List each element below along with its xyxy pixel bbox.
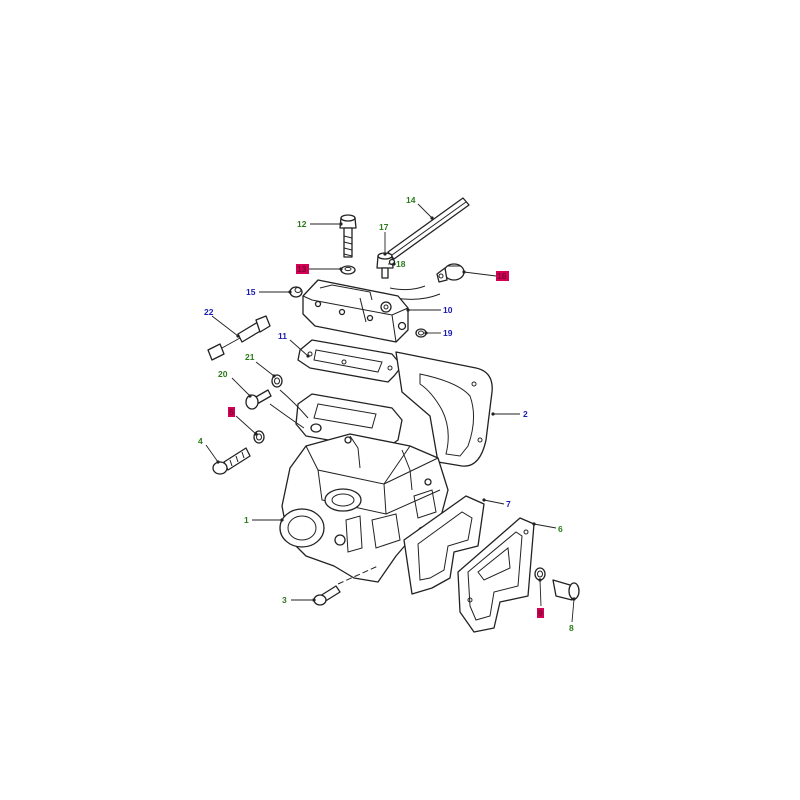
- callout-5-highlight: [228, 407, 235, 417]
- part-9-adaptor: [295, 393, 403, 451]
- callout-15: 15: [246, 287, 256, 297]
- part-19-o-ring: [415, 328, 427, 338]
- callout-20: 20: [218, 369, 228, 379]
- part-17-switch: [376, 252, 396, 279]
- callout-7: 7: [506, 499, 511, 509]
- callout-21: 21: [245, 352, 255, 362]
- part-21-nut: [271, 374, 283, 388]
- callout-10: 10: [443, 305, 453, 315]
- part-4-bolt: [212, 447, 251, 475]
- callout-18: 18: [396, 259, 406, 269]
- part-7-gasket: [403, 495, 485, 595]
- part-13-washer: [340, 265, 356, 275]
- callout-5: 5: [229, 407, 234, 417]
- part-15-cap: [289, 286, 303, 298]
- bolt-3-axis-line: [337, 565, 379, 585]
- callout-12: 12: [297, 219, 307, 229]
- callout-11: 11: [278, 331, 287, 341]
- arc-line-1: [389, 285, 426, 291]
- part-8-bolt: [552, 579, 580, 601]
- part-9-washer-right: [534, 567, 546, 581]
- part-6-cover-plate: [457, 517, 535, 633]
- callout-8: 8: [569, 623, 574, 633]
- part-2-end-plate: [395, 351, 493, 467]
- callout-3: 3: [282, 595, 287, 605]
- callout-4: 4: [198, 436, 203, 446]
- callout-16: 16: [497, 271, 507, 281]
- callout-14: 14: [406, 195, 416, 205]
- arc-line-2: [394, 293, 441, 300]
- callout-16-highlight: [496, 271, 509, 281]
- callout-1: 1: [244, 515, 249, 525]
- callout-19: 19: [443, 328, 453, 338]
- part-10-top-cover: [302, 279, 409, 343]
- part-20-bolt: [245, 389, 272, 410]
- callout-13-highlight: [296, 264, 309, 274]
- callout-9-highlight: [537, 608, 544, 618]
- callout-2: 2: [523, 409, 528, 419]
- part-22-speed-sensor: [207, 315, 271, 361]
- part-12-bolt: [339, 214, 357, 258]
- callout-9: 9: [538, 608, 543, 618]
- callout-17: 17: [379, 222, 389, 232]
- fit-arc-1: [269, 403, 305, 429]
- callout-22: 22: [204, 307, 214, 317]
- leader-lines: [205, 203, 576, 623]
- part-16-sensor: [436, 263, 465, 283]
- callout-13: 13: [297, 264, 307, 274]
- fit-arc-2: [279, 389, 309, 419]
- part-3-bolt: [313, 585, 341, 606]
- part-11-gasket: [297, 339, 403, 383]
- part-14-rod: [387, 197, 470, 260]
- callout-6: 6: [558, 524, 563, 534]
- part-1-main-housing: [279, 433, 449, 583]
